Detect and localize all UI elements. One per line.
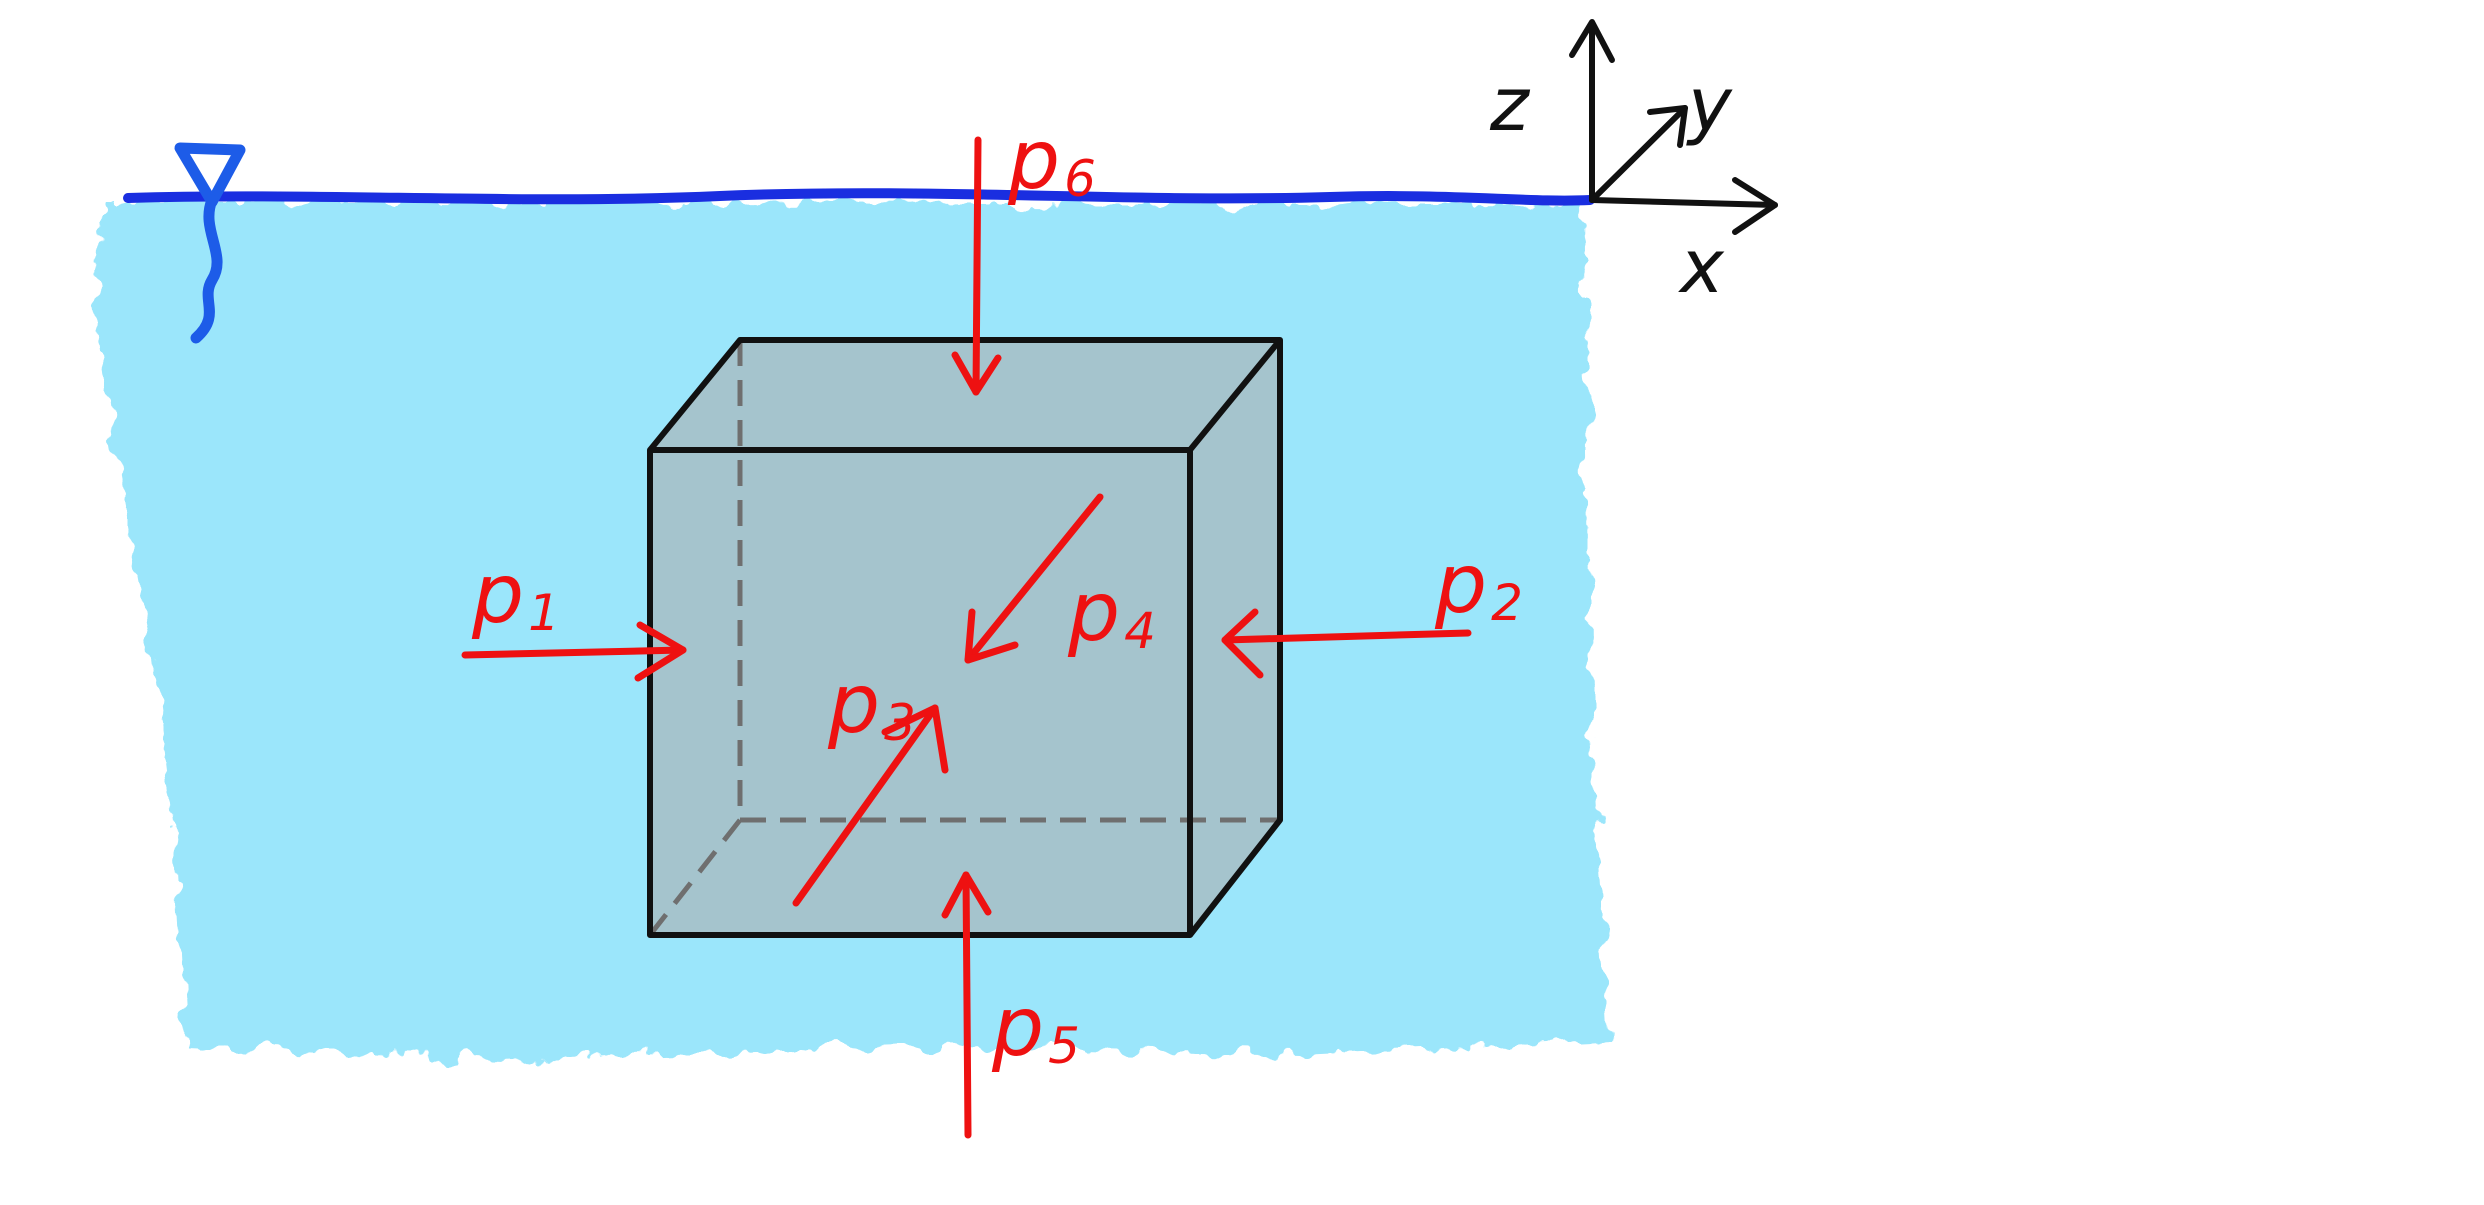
- force-arrow-p6: [951, 136, 1002, 396]
- submerged-cube: [647, 337, 1283, 938]
- water-level-triangle-icon: [174, 142, 246, 344]
- label-p1: p1: [471, 547, 560, 642]
- axis-label-z: z: [1489, 62, 1531, 148]
- x-axis: [1589, 197, 1778, 208]
- force-arrow-p2: [1221, 608, 1472, 679]
- water-surface-line: [123, 188, 1595, 206]
- cube-top-face: [650, 340, 1280, 450]
- force-arrow-p4: [964, 493, 1104, 664]
- label-p3: p3: [827, 657, 916, 752]
- coordinate-axes: [1569, 19, 1778, 235]
- force-arrow-p5: [941, 871, 992, 1139]
- label-p5: p5: [991, 980, 1080, 1075]
- axis-label-x: x: [1678, 224, 1725, 310]
- y-axis: [1589, 105, 1688, 203]
- cube-visible-edges: [647, 337, 1283, 938]
- label-p6: p6: [1007, 113, 1096, 208]
- cube-front-face: [650, 450, 1190, 935]
- axis-label-y: y: [1686, 62, 1733, 148]
- label-p2: p2: [1434, 537, 1523, 632]
- label-p4: p4: [1067, 565, 1156, 660]
- force-arrow-p3: [792, 704, 949, 907]
- force-arrow-p1: [461, 621, 687, 682]
